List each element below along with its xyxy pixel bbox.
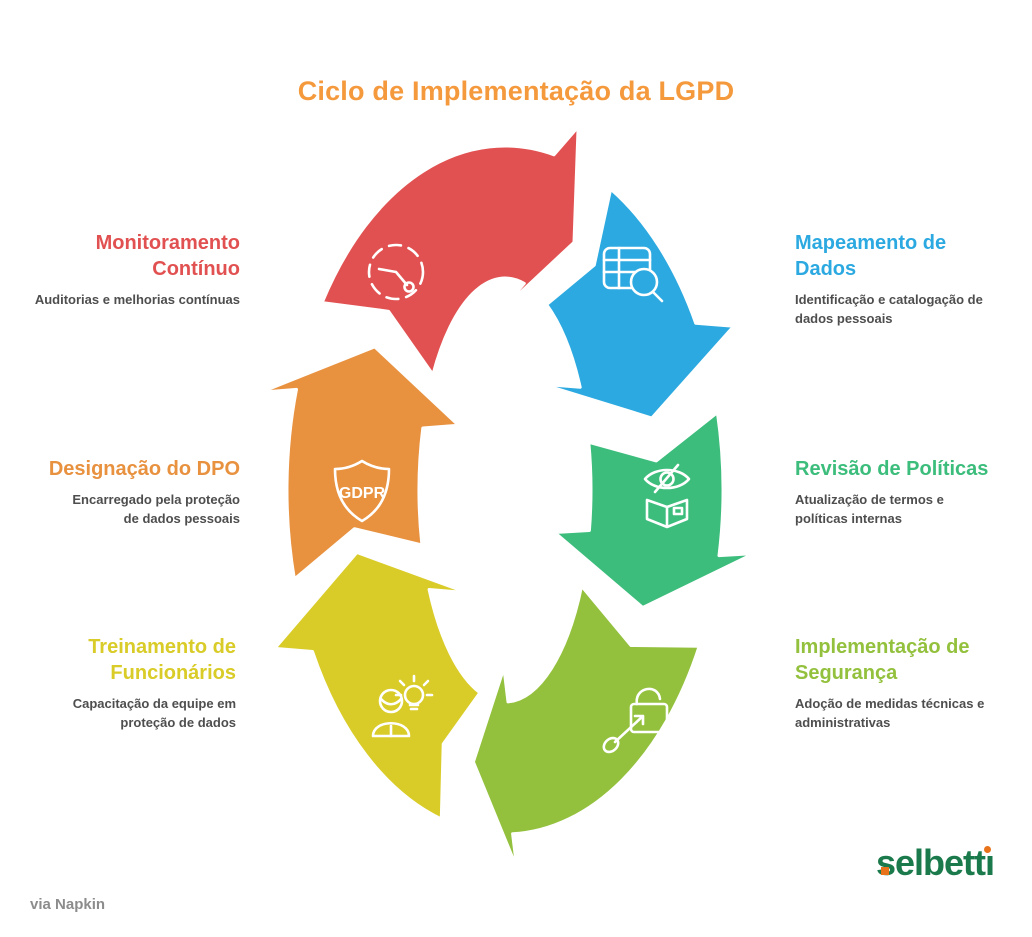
selbetti-logo: selbettı: [861, 842, 1002, 885]
step-title-monitoramento: Monitoramento Contínuo: [95, 232, 240, 280]
cycle-arrow-2: [553, 411, 756, 609]
gdpr-shield-icon: GDPR: [333, 459, 391, 523]
step-monitoramento: Monitoramento Contínuo Auditorias e melh…: [0, 230, 240, 310]
step-treinamento: Treinamento de Funcionários Capacitação …: [0, 634, 236, 733]
cycle-arrows: [259, 125, 756, 870]
step-desc-mapeamento: Identificação e catalogação de dados pes…: [795, 292, 983, 326]
table-search-icon: [602, 246, 664, 303]
cycle-arrow-1: [540, 187, 736, 420]
step-desc-dpo: Encarregado pela proteção de dados pesso…: [72, 492, 240, 526]
selbetti-logo-text: selbettı: [875, 842, 995, 883]
step-desc-revisao: Atualização de termos e políticas intern…: [795, 492, 944, 526]
step-title-mapeamento: Mapeamento de Dados: [795, 232, 947, 280]
step-implementacao: Implementação de Segurança Adoção de med…: [795, 634, 1032, 733]
step-dpo: Designação do DPO Encarregado pela prote…: [0, 456, 240, 529]
watermark-text: via Napkin: [30, 896, 106, 913]
step-title-implementacao: Implementação de Segurança: [795, 636, 970, 684]
gdpr-icon-text: GDPR: [339, 485, 386, 502]
selbetti-logo-square: [880, 867, 889, 875]
step-title-dpo: Designação do DPO: [48, 458, 240, 480]
selbetti-logo-i: ı: [984, 842, 995, 883]
step-title-revisao: Revisão de Políticas: [795, 458, 989, 480]
cycle-arrow-4: [273, 551, 482, 821]
cycle-arrow-0: [320, 125, 580, 376]
step-title-treinamento: Treinamento de Funcionários: [88, 636, 236, 684]
page-title: Ciclo de Implementação da LGPD: [297, 76, 735, 106]
step-desc-implementacao: Adoção de medidas técnicas e administrat…: [795, 696, 985, 730]
person-idea-icon: [371, 674, 434, 738]
cycle-arrow-3: [471, 584, 701, 870]
dashed-clock-icon: [367, 243, 425, 301]
selbetti-logo-main: selbett: [875, 842, 986, 883]
step-mapeamento: Mapeamento de Dados Identificação e cata…: [795, 230, 1032, 329]
step-revisao: Revisão de Políticas Atualização de term…: [795, 456, 1032, 529]
privacy-eye-box-icon: [643, 463, 691, 529]
lock-key-icon: [602, 687, 669, 754]
step-desc-treinamento: Capacitação da equipe em proteção de dad…: [72, 696, 236, 730]
step-desc-monitoramento: Auditorias e melhorias contínuas: [34, 292, 240, 307]
selbetti-logo-i-dot: [984, 846, 991, 853]
